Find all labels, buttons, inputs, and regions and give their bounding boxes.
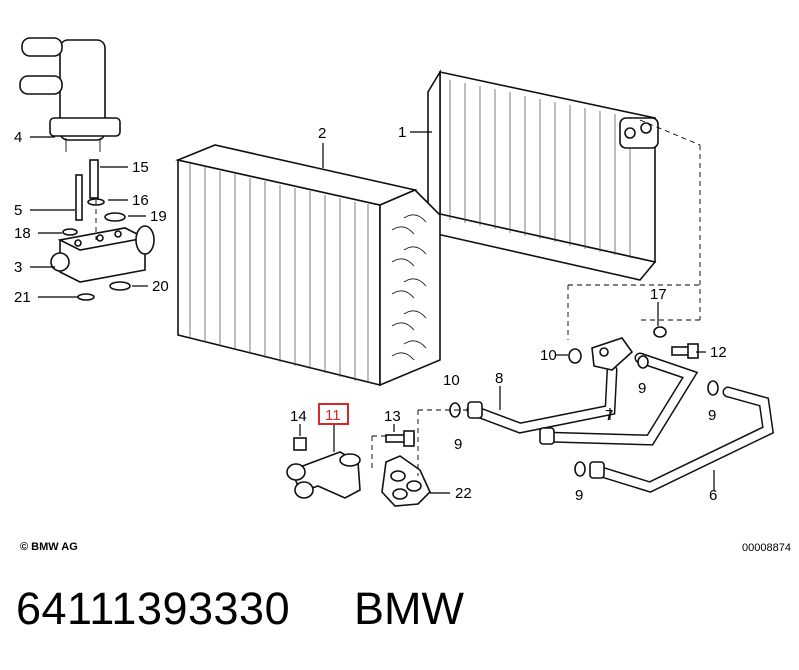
leader-lines bbox=[30, 131, 715, 494]
brand-caption: BMW bbox=[354, 583, 464, 634]
callout-9-c: 9 bbox=[454, 436, 462, 453]
o-rings bbox=[449, 326, 719, 477]
nut-part-14 bbox=[293, 437, 307, 451]
heater-core-part-2 bbox=[175, 144, 441, 387]
callout-10-right: 10 bbox=[540, 347, 557, 364]
drawing-number: 00008874 bbox=[742, 542, 791, 554]
pipe-part-8 bbox=[466, 364, 618, 434]
expansion-valve-part-3 bbox=[50, 225, 155, 283]
pipe-part-7 bbox=[539, 352, 699, 446]
callout-22: 22 bbox=[455, 485, 472, 502]
callout-labels: 4 15 5 16 19 18 3 20 21 2 1 17 10 12 10 … bbox=[14, 124, 727, 504]
flange-part-12-area bbox=[591, 337, 699, 371]
callout-11: 11 bbox=[325, 407, 341, 424]
exploded-parts-diagram: 4 15 5 16 19 18 3 20 21 2 1 17 10 12 10 … bbox=[14, 37, 775, 507]
evaporator-part-1 bbox=[426, 69, 659, 281]
callout-21: 21 bbox=[14, 289, 31, 306]
callout-2: 2 bbox=[318, 125, 326, 142]
valve-housing-part-4 bbox=[19, 37, 121, 152]
callout-1: 1 bbox=[398, 124, 406, 141]
callout-9-d: 9 bbox=[575, 487, 583, 504]
callout-16: 16 bbox=[132, 192, 149, 209]
callout-6: 6 bbox=[709, 487, 717, 504]
callout-12: 12 bbox=[710, 344, 727, 361]
callout-19: 19 bbox=[150, 208, 167, 225]
pipe-connector-part-11 bbox=[286, 451, 361, 499]
callout-3: 3 bbox=[14, 259, 22, 276]
callout-20: 20 bbox=[152, 278, 169, 295]
seal-plate-part-22 bbox=[381, 455, 431, 507]
callout-13: 13 bbox=[384, 408, 401, 425]
callout-8: 8 bbox=[495, 370, 503, 387]
callout-18: 18 bbox=[14, 225, 31, 242]
callout-4: 4 bbox=[14, 129, 22, 146]
callout-5: 5 bbox=[14, 202, 22, 219]
callout-7: 7 bbox=[605, 407, 613, 424]
callout-9-b: 9 bbox=[708, 407, 716, 424]
callout-9-a: 9 bbox=[638, 380, 646, 397]
pipe-part-6 bbox=[589, 386, 775, 493]
copyright-notice: © BMW AG bbox=[20, 541, 78, 553]
callout-17: 17 bbox=[650, 286, 667, 303]
callout-11-highlight-box bbox=[318, 403, 349, 425]
part-number-caption: 64111393330 bbox=[16, 583, 291, 634]
callout-15: 15 bbox=[132, 159, 149, 176]
bolt-part-13 bbox=[385, 430, 415, 447]
callout-14: 14 bbox=[290, 408, 307, 425]
dashed-guides bbox=[95, 119, 701, 476]
callout-10-left: 10 bbox=[443, 372, 460, 389]
